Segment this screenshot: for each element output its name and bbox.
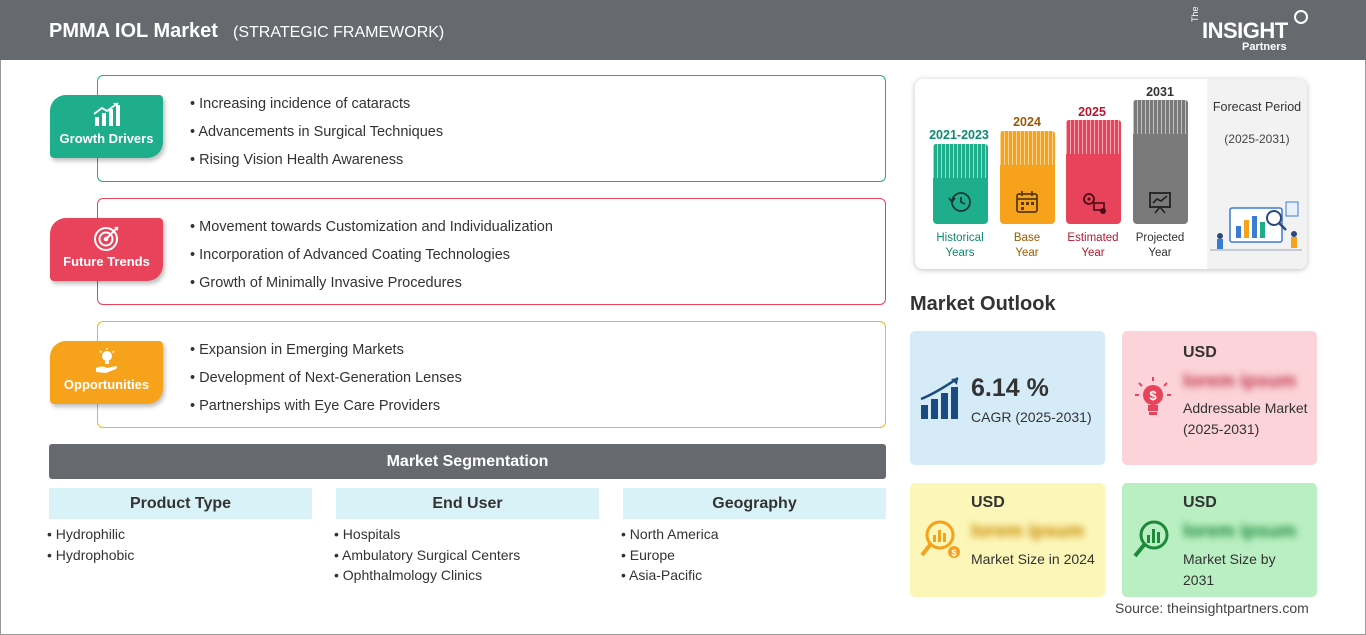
market-size-2031-card: USD lorem ipsum Market Size by 2031 [1122, 483, 1317, 597]
list-item: Hydrophobic [47, 547, 135, 568]
calendar-icon [1016, 191, 1038, 213]
badge-label: Future Trends [63, 254, 150, 269]
segment-head-product-type: Product Type [49, 488, 312, 519]
addressable-market-card: USD lorem ipsum Addressable Market (2025… [1122, 331, 1317, 465]
usd-label: USD [1183, 494, 1217, 511]
market-size-2024-card: USD lorem ipsum Market Size in 2024 $ [910, 483, 1105, 597]
future-trends-badge: Future Trends [50, 218, 163, 281]
future-trends-list: Movement towards Customization and Indiv… [190, 217, 553, 301]
list-item: Increasing incidence of cataracts [190, 94, 443, 122]
timeline-bar-projected [1133, 100, 1188, 224]
list-item: North America [621, 526, 719, 547]
opportunities-list: Expansion in Emerging Markets Developmen… [190, 340, 462, 424]
page-subtitle: (STRATEGIC FRAMEWORK) [233, 24, 445, 41]
header-bar: PMMA IOL Market (STRATEGIC FRAMEWORK) Th… [0, 0, 1366, 60]
opportunities-box: Expansion in Emerging Markets Developmen… [97, 321, 886, 428]
timeline-year: 2025 [1078, 105, 1106, 119]
market-segmentation-bar: Market Segmentation [49, 444, 886, 479]
growth-drivers-box: Increasing incidence of cataracts Advanc… [97, 75, 886, 182]
list-item: Partnerships with Eye Care Providers [190, 396, 462, 424]
cagr-card [910, 331, 1105, 465]
badge-label: Growth Drivers [59, 131, 154, 146]
list-item: Rising Vision Health Awareness [190, 150, 443, 178]
segment-head-geography: Geography [623, 488, 886, 519]
source-credit: Source: theinsightpartners.com [1115, 600, 1309, 616]
list-item: Asia-Pacific [621, 567, 719, 588]
segment-list-product-type: Hydrophilic Hydrophobic [47, 526, 135, 568]
segment-list-end-user: Hospitals Ambulatory Surgical Centers Op… [334, 526, 520, 588]
target-icon [93, 226, 119, 251]
growth-bars-icon [920, 376, 959, 419]
timeline-year: 2031 [1146, 85, 1174, 99]
list-item: Development of Next-Generation Lenses [190, 368, 462, 396]
estimate-gears-icon [1083, 193, 1106, 214]
magnifier-chart-icon: $ [920, 520, 960, 558]
idea-hand-icon [95, 348, 117, 373]
analytics-illustration-icon [1210, 201, 1302, 251]
list-item: Ophthalmology Clinics [334, 567, 520, 588]
growth-drivers-list: Increasing incidence of cataracts Advanc… [190, 94, 443, 178]
list-item: Hospitals [334, 526, 520, 547]
list-item: Europe [621, 547, 719, 568]
timeline-bar-estimated [1066, 120, 1121, 224]
badge-label: Opportunities [63, 377, 150, 392]
blurred-value: lorem ipsum [1183, 371, 1296, 392]
svg-text:$: $ [1149, 388, 1157, 403]
market-outlook-title: Market Outlook [910, 293, 1056, 315]
segment-head-end-user: End User [336, 488, 599, 519]
history-clock-icon [948, 192, 971, 212]
magnifier-growth-icon [1133, 520, 1169, 558]
blurred-value: lorem ipsum [1183, 521, 1296, 542]
forecast-period-title: Forecast Period [1212, 100, 1302, 114]
segment-list-geography: North America Europe Asia-Pacific [621, 526, 719, 588]
growth-drivers-badge: Growth Drivers [50, 95, 163, 158]
list-item: Expansion in Emerging Markets [190, 340, 462, 368]
usd-label: USD [971, 494, 1005, 511]
list-item: Incorporation of Advanced Coating Techno… [190, 245, 553, 273]
list-item: Ambulatory Surgical Centers [334, 547, 520, 568]
list-item: Hydrophilic [47, 526, 134, 547]
forecast-period-years: (2025-2031) [1224, 132, 1290, 146]
cagr-label: CAGR (2025-2031) [971, 409, 1092, 425]
usd-label: USD [1183, 344, 1217, 361]
growth-chart-icon [92, 102, 120, 126]
list-item: Advancements in Surgical Techniques [190, 122, 443, 150]
timeline-bar-base [1000, 131, 1055, 224]
timeline-year: 2021-2023 [929, 128, 989, 142]
lightbulb-dollar-icon: $ [1135, 377, 1171, 415]
blurred-value: lorem ipsum [971, 521, 1084, 542]
cagr-value: 6.14 % [971, 374, 1049, 402]
card-description: Addressable Market (2025-2031) [1183, 400, 1308, 437]
list-item: Growth of Minimally Invasive Procedures [190, 273, 553, 301]
card-description: Market Size by 2031 [1183, 551, 1276, 588]
svg-text:$: $ [951, 548, 956, 558]
timeline-bar-historical [933, 144, 988, 224]
timeline-year: 2024 [1013, 115, 1041, 129]
card-description: Market Size in 2024 [971, 551, 1095, 567]
logo-ring-icon [1294, 10, 1308, 24]
list-item: Movement towards Customization and Indiv… [190, 217, 553, 245]
opportunities-badge: Opportunities [50, 341, 163, 404]
page-title: PMMA IOL Market [49, 20, 218, 42]
presentation-board-icon [1149, 192, 1171, 214]
insight-partners-logo[interactable]: The INSIGHT Partners [1190, 6, 1315, 54]
future-trends-box: Movement towards Customization and Indiv… [97, 198, 886, 305]
